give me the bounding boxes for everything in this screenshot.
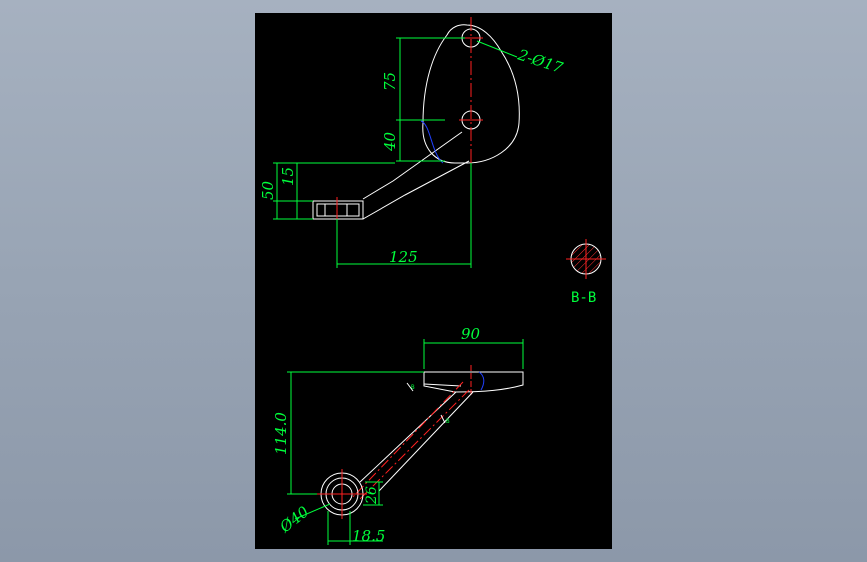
- handle-end-block: [312, 200, 364, 220]
- top-pad-outline: [423, 371, 524, 393]
- dim-90: 90: [461, 325, 481, 343]
- cut-mark-1: B: [411, 384, 415, 391]
- dim-18-5: 18.5: [352, 527, 385, 545]
- dim-125: 125: [389, 248, 418, 266]
- lever-arm-outline: [362, 131, 470, 220]
- front-arm-outline: [359, 391, 474, 492]
- dim-40: 40: [381, 131, 399, 152]
- dim-26: 26: [364, 486, 380, 505]
- top-view: 75 40 50 15 125 2-Ø17: [259, 17, 566, 268]
- section-b-b: B-B: [566, 239, 606, 306]
- dim-75: 75: [381, 72, 399, 91]
- dim-holes: 2-Ø17: [515, 45, 566, 77]
- dim-114: 114.0: [272, 412, 290, 455]
- section-label: B-B: [571, 290, 596, 306]
- dim-15: 15: [279, 167, 297, 186]
- cut-mark-2: B: [446, 418, 450, 425]
- top-view-dimensions: [273, 37, 518, 268]
- front-view: B B 90 114.0 26 Ø40 18.5: [272, 325, 524, 545]
- front-view-dimensions: [287, 339, 524, 545]
- dim-50: 50: [259, 180, 277, 200]
- dim-dia40: Ø40: [276, 502, 313, 536]
- hidden-edge-arc: [420, 120, 444, 164]
- drawing-sheet: 75 40 50 15 125 2-Ø17 B-B B B: [255, 13, 612, 549]
- cad-drawing: 75 40 50 15 125 2-Ø17 B-B B B: [259, 17, 606, 545]
